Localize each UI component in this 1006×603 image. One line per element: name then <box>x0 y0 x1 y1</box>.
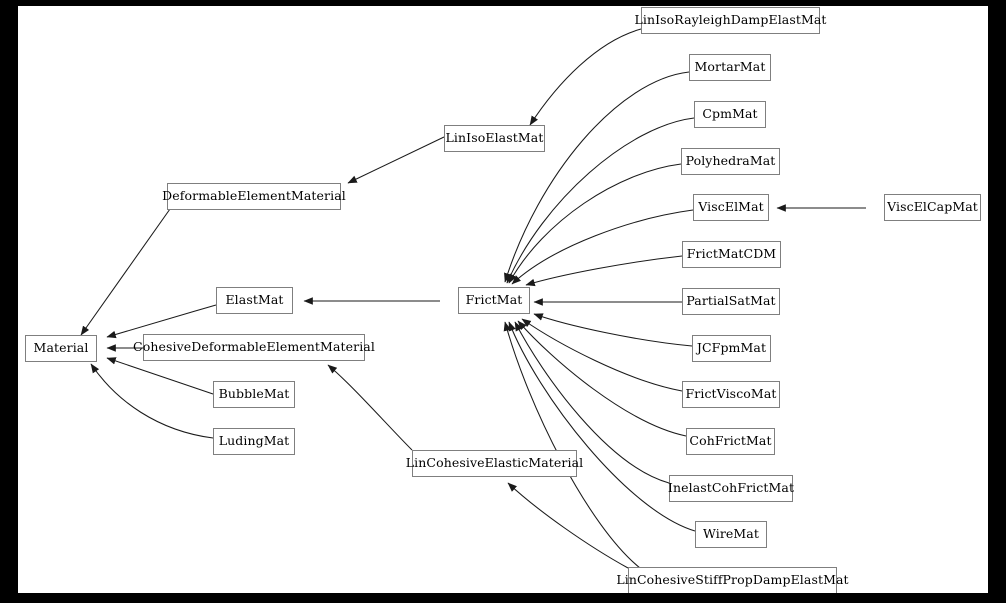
edge-lincohesivestiffpropdampelastmat-frictmat <box>503 321 641 569</box>
edge-linisorayleighdampelastmat-liniosoelastmat <box>529 28 642 126</box>
node-deformable_element_material[interactable]: DeformableElementMaterial <box>162 183 346 210</box>
edge-cohfrictmat-frictmat <box>517 320 687 437</box>
node-bubble_mat[interactable]: BubbleMat <box>213 381 295 408</box>
node-visc_el_cap_mat[interactable]: ViscElCapMat <box>884 194 981 221</box>
edge-deformableelementmaterial-material <box>80 208 171 336</box>
edge-elastmat-material <box>106 304 217 339</box>
node-jcfpm_mat[interactable]: JCFpmMat <box>692 335 771 362</box>
edge-lincohesivestiffpropdampelastmat-lincohesiveelasticmaterial <box>507 482 629 569</box>
edge-viscelmat-frictmat <box>511 209 694 285</box>
edge-ludingmat-material <box>90 363 214 439</box>
edge-bubblemat-material <box>106 357 214 395</box>
edge-polyhedramat-frictmat <box>508 163 682 284</box>
node-coh_frict_mat[interactable]: CohFrictMat <box>686 428 775 455</box>
node-cohesive_deformable_element_material[interactable]: CohesiveDeformableElementMaterial <box>133 334 375 361</box>
node-inelast_coh_frict_mat[interactable]: InelastCohFrictMat <box>668 475 794 502</box>
node-wire_mat[interactable]: WireMat <box>695 521 767 548</box>
edge-wiremat-frictmat <box>508 321 696 532</box>
node-mortar_mat[interactable]: MortarMat <box>689 54 771 81</box>
node-partial_sat_mat[interactable]: PartialSatMat <box>682 288 780 315</box>
edge-liniosoelastmat-deformableelementmaterial <box>347 136 445 184</box>
node-lin_cohesive_stiff_prop_damp_elast_mat[interactable]: LinCohesiveStiffPropDampElastMat <box>616 567 849 593</box>
node-cpm_mat[interactable]: CpmMat <box>694 101 766 128</box>
edge-mortarmat-frictmat <box>504 71 690 283</box>
node-lin_cohesive_elastic_material[interactable]: LinCohesiveElasticMaterial <box>406 450 583 477</box>
node-frict_visco_mat[interactable]: FrictViscoMat <box>682 381 780 408</box>
node-polyhedra_mat[interactable]: PolyhedraMat <box>681 148 780 175</box>
node-elast_mat[interactable]: ElastMat <box>216 287 293 314</box>
node-frict_mat[interactable]: FrictMat <box>458 287 530 314</box>
node-lin_iso_rayleigh_damp_elast_mat[interactable]: LinIsoRayleighDampElastMat <box>634 7 826 34</box>
node-lin_iso_elast_mat[interactable]: LinIsoElastMat <box>444 125 545 152</box>
node-material[interactable]: Material <box>25 335 97 362</box>
edge-frictmatcdm-frictmat <box>525 255 683 287</box>
node-visc_el_mat[interactable]: ViscElMat <box>693 194 769 221</box>
edge-lincohesiveelasticmaterial-cohesivedeformableelementmaterial <box>327 364 413 451</box>
node-luding_mat[interactable]: LudingMat <box>213 428 295 455</box>
node-frict_mat_cdm[interactable]: FrictMatCDM <box>682 241 781 268</box>
edge-jcfpmmat-frictmat <box>533 313 693 347</box>
edge-frictviscomat-frictmat <box>521 318 683 392</box>
